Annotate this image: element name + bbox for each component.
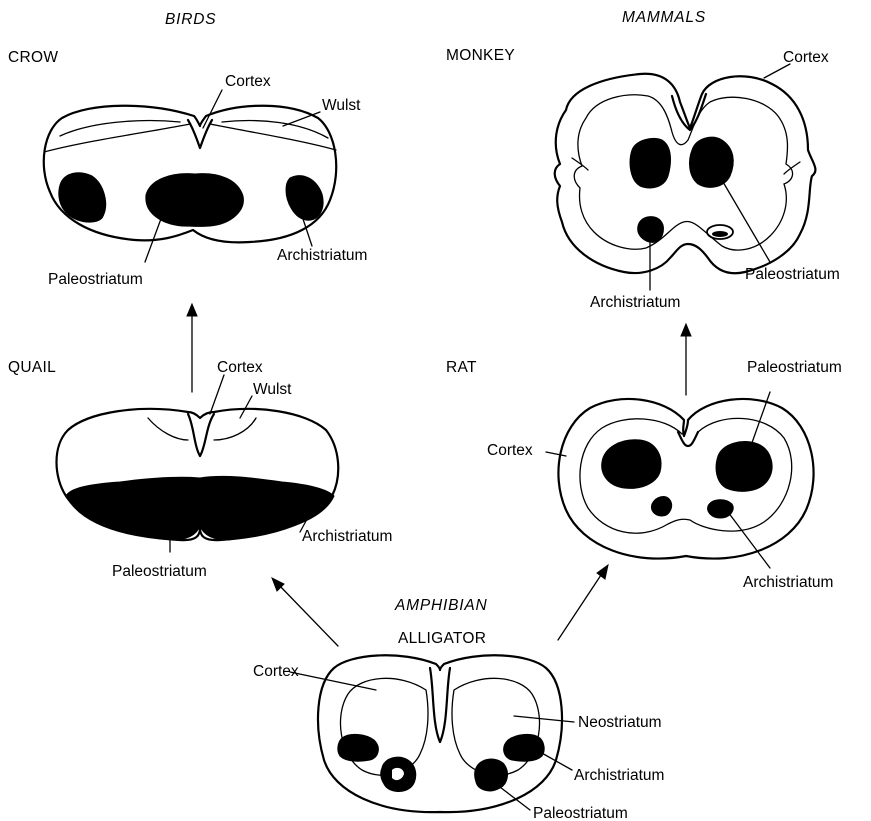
quail-wulst-right (214, 418, 256, 440)
crow-cortex-right-border (210, 124, 336, 150)
monkey-cortex-label: Cortex (783, 49, 829, 66)
quail-wulst-leader (240, 396, 252, 418)
alligator-archistriatum-left (338, 734, 379, 761)
arrow-quail-to-crow (187, 304, 197, 392)
monkey-archistriatum-label: Archistriatum (590, 294, 680, 311)
crow-brain-section (44, 106, 336, 243)
alligator-outline (318, 655, 562, 812)
monkey-archistriatum-right-core (712, 231, 728, 237)
crow-cortex-label: Cortex (225, 73, 271, 90)
crow-wulst-left (60, 121, 180, 136)
alligator-paleostriatum-label: Paleostriatum (533, 805, 628, 821)
rat-cortex-label: Cortex (487, 442, 533, 459)
rat-archistriatum-leader (728, 512, 770, 568)
monkey-paleostriatum-left (630, 138, 670, 187)
rat-archistriatum-right (708, 500, 734, 518)
monkey-paleostriatum-label: Paleostriatum (745, 266, 840, 283)
monkey-paleostriatum-right (690, 137, 734, 187)
alligator-archistriatum-right (504, 734, 545, 761)
crow-cortex-left-border (44, 124, 190, 152)
alligator-cortex-leader (290, 672, 376, 690)
group-title-mammals: MAMMALS (622, 9, 706, 26)
quail-wulst-left (148, 418, 188, 440)
species-crow: CROW (8, 49, 58, 66)
monkey-cortex-leader (764, 64, 790, 78)
quail-wulst-label: Wulst (253, 381, 292, 398)
crow-wulst-leader (283, 112, 320, 126)
alligator-neostriatum-leader (514, 716, 574, 722)
quail-brain-section (57, 409, 339, 540)
species-alligator: ALLIGATOR (398, 630, 486, 647)
rat-archistriatum-label: Archistriatum (743, 574, 833, 591)
alligator-neostriatum-label: Neostriatum (578, 714, 662, 731)
quail-cortex-leader (210, 375, 224, 414)
crow-cortex-leader (203, 90, 222, 128)
species-monkey: MONKEY (446, 47, 515, 64)
rat-paleostriatum-label: Paleostriatum (747, 359, 842, 376)
alligator-midline-groove (430, 668, 450, 742)
alligator-archistriatum-leader (540, 752, 572, 770)
rat-paleostriatum-right (716, 442, 772, 492)
rat-archistriatum-left (651, 497, 671, 516)
alligator-archistriatum-label: Archistriatum (574, 767, 664, 784)
monkey-brain-section (555, 74, 816, 273)
monkey-paleostriatum-leader (716, 170, 770, 262)
rat-brain-section (558, 399, 813, 559)
alligator-brain-section (318, 655, 562, 812)
alligator-cortex-label: Cortex (253, 663, 299, 680)
crow-wulst-label: Wulst (322, 97, 361, 114)
monkey-cortex-inner-border (574, 95, 792, 250)
quail-paleostriatum-label: Paleostriatum (112, 563, 207, 580)
arrow-alligator-to-quail (272, 578, 338, 646)
crow-archistriatum-right (286, 176, 323, 221)
group-title-birds: BIRDS (165, 11, 216, 28)
alligator-paleostriatum-leader (496, 784, 530, 810)
rat-outline (558, 399, 813, 559)
rat-paleostriatum-left (602, 440, 661, 489)
arrow-rat-to-monkey (681, 324, 691, 395)
monkey-outline (555, 74, 816, 273)
alligator-paleostriatum-right (475, 759, 508, 791)
arrow-alligator-to-rat (558, 565, 608, 640)
quail-cortex-label: Cortex (217, 359, 263, 376)
monkey-archistriatum-left (638, 217, 664, 243)
group-title-amphibian: AMPHIBIAN (394, 597, 487, 614)
crow-archistriatum-label: Archistriatum (277, 247, 367, 264)
crow-paleostriatum-label: Paleostriatum (48, 271, 143, 288)
quail-midline-groove (188, 414, 214, 456)
quail-archistriatum-label: Archistriatum (302, 528, 392, 545)
species-rat: RAT (446, 359, 477, 376)
species-quail: QUAIL (8, 359, 56, 376)
rat-midline-groove (678, 432, 698, 446)
rat-cortex-leader (546, 452, 566, 456)
